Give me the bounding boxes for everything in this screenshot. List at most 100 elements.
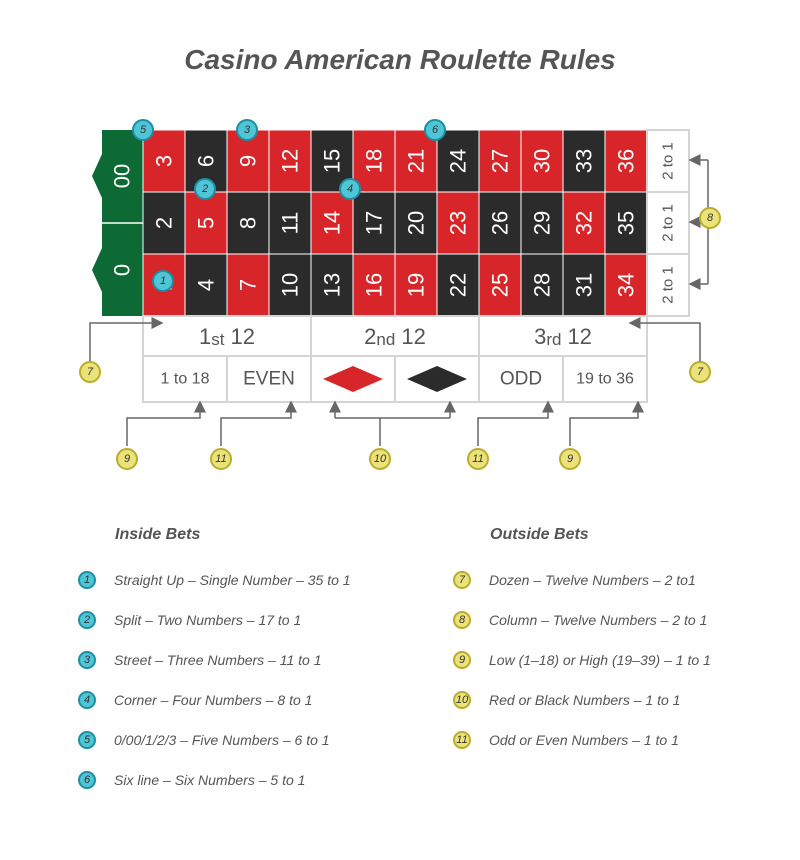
- badge-label: 2: [201, 183, 208, 195]
- number-cell: [310, 253, 354, 317]
- dozen-ordinal-suffix: st: [211, 330, 225, 349]
- number-label: 27: [488, 149, 513, 173]
- number-cell: [268, 253, 312, 317]
- number-label: 13: [320, 273, 345, 297]
- number-label: 5: [194, 217, 219, 229]
- dozen-arrow-left: [89, 317, 164, 362]
- outside-bet-cell: [562, 355, 648, 403]
- number-cell: [478, 191, 522, 255]
- number-badge: 11: [453, 731, 471, 749]
- badge-label: 11: [472, 453, 483, 465]
- number-cell: [520, 191, 564, 255]
- number-badge: 5: [78, 731, 96, 749]
- number-label: 12: [278, 149, 303, 173]
- dozen-arrow-right: [628, 317, 701, 362]
- dozen-number: 12: [231, 324, 255, 349]
- legend-text: Dozen – Twelve Numbers – 2 to1: [489, 572, 696, 588]
- dozen-number: 12: [401, 324, 425, 349]
- badge-label: 9: [567, 453, 573, 465]
- even-arrow: [220, 400, 297, 446]
- legend-text: 0/00/1/2/3 – Five Numbers – 6 to 1: [114, 732, 330, 748]
- number-badge: 1: [78, 571, 96, 589]
- badge-label: 1: [160, 275, 166, 287]
- number-badge: 7: [453, 571, 471, 589]
- number-label: 25: [488, 273, 513, 297]
- number-cell: [436, 129, 480, 193]
- number-label: 16: [362, 273, 387, 297]
- number-badge: 6: [78, 771, 96, 789]
- number-cell: [310, 191, 354, 255]
- black-diamond-icon: [407, 366, 467, 392]
- outside-bet-label: 1 to 18: [161, 371, 210, 388]
- badge-label: 8: [707, 212, 714, 224]
- number-label: 22: [446, 273, 471, 297]
- number-badge: [194, 178, 216, 200]
- badge-label: 6: [432, 124, 439, 136]
- legend-item: 3 Street – Three Numbers – 11 to 1: [78, 648, 322, 672]
- number-label: 36: [614, 149, 639, 173]
- badge-label: 4: [347, 183, 353, 195]
- legend-item: 1 Straight Up – Single Number – 35 to 1: [78, 568, 351, 592]
- dozen-cell: [142, 315, 312, 357]
- legend-text: Straight Up – Single Number – 35 to 1: [114, 572, 351, 588]
- dozen-cell: [310, 315, 480, 357]
- number-badge: 3: [78, 651, 96, 669]
- badge-label: 11: [215, 453, 226, 465]
- dozen-ordinal-number: 2: [364, 324, 376, 349]
- number-label: 21: [404, 149, 429, 173]
- number-badge: 2: [78, 611, 96, 629]
- number-label: 32: [572, 211, 597, 235]
- legend-item: 7 Dozen – Twelve Numbers – 2 to1: [453, 568, 696, 592]
- outside-bet-label: ODD: [500, 369, 542, 390]
- column-bet-label: 2 to 1: [660, 142, 677, 180]
- number-badge: 4: [78, 691, 96, 709]
- number-label: 15: [320, 149, 345, 173]
- number-label: 8: [236, 217, 261, 229]
- number-badge: [132, 119, 154, 141]
- legend-text: Split – Two Numbers – 17 to 1: [114, 612, 302, 628]
- number-badge: [699, 207, 721, 229]
- legend-text: Column – Twelve Numbers – 2 to 1: [489, 612, 708, 628]
- low-arrow: [126, 400, 206, 446]
- number-label: 28: [530, 273, 555, 297]
- column-bet-cell: [646, 191, 690, 255]
- number-cell: [142, 129, 186, 193]
- number-cell: [352, 129, 396, 193]
- badge-label: 10: [374, 453, 387, 465]
- legend-text: Odd or Even Numbers – 1 to 1: [489, 732, 679, 748]
- number-label: 10: [278, 273, 303, 297]
- legend-item: 2 Split – Two Numbers – 17 to 1: [78, 608, 301, 632]
- number-label: 11: [278, 212, 303, 235]
- inside-bets-heading: Inside Bets: [115, 526, 201, 543]
- number-label: 14: [320, 211, 345, 235]
- zero-label: 00: [110, 164, 135, 188]
- badge-label: 5: [140, 124, 147, 136]
- number-cell: [226, 191, 270, 255]
- number-label: 26: [488, 211, 513, 235]
- legend-item: 5 0/00/1/2/3 – Five Numbers – 6 to 1: [78, 728, 330, 752]
- number-cell: [142, 253, 186, 317]
- dozen-number: 12: [567, 324, 591, 349]
- number-badge: [116, 448, 138, 470]
- number-label: 6: [194, 155, 219, 167]
- number-label: 29: [530, 211, 555, 235]
- number-label: 24: [446, 149, 471, 173]
- page-title: Casino American Roulette Rules: [184, 44, 616, 75]
- number-cell: [520, 253, 564, 317]
- number-badge: [689, 361, 711, 383]
- number-badge: [79, 361, 101, 383]
- legend-text: Street – Three Numbers – 11 to 1: [114, 652, 322, 668]
- number-label: 23: [446, 211, 471, 235]
- outside-bet-cell: [142, 355, 228, 403]
- number-cell: [268, 191, 312, 255]
- number-label: 20: [404, 211, 429, 235]
- number-badge: [339, 178, 361, 200]
- dozen-ordinal-number: 3: [534, 324, 546, 349]
- number-badge: 9: [453, 651, 471, 669]
- number-cell: [394, 191, 438, 255]
